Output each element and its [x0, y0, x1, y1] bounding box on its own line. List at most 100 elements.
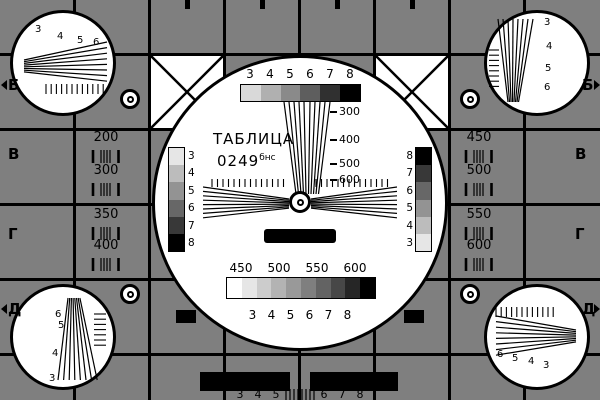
scale-label: 5	[272, 388, 280, 400]
tick-comb-icon	[285, 389, 315, 400]
grayscale-step-scale-top	[240, 84, 361, 102]
wedge-line-count: 500	[339, 157, 360, 170]
wedge-label: 5	[77, 35, 84, 46]
wedge-label: 5	[545, 63, 552, 74]
grayscale-step	[340, 85, 360, 101]
row-letter-right-b: Б	[582, 76, 594, 94]
resolution-bars-icon	[464, 183, 493, 196]
scale-label: 5	[406, 202, 413, 215]
scale-label: 4	[188, 167, 195, 180]
scale-label: 6	[406, 184, 413, 197]
bottom-scale-labels: 3 4 5 6 7 8	[243, 308, 357, 322]
scale-label: 8	[406, 149, 413, 162]
grayscale-step	[320, 85, 341, 101]
grayscale-step	[416, 148, 431, 166]
wedge-tick	[330, 139, 337, 141]
resolution-bars-icon	[91, 150, 120, 163]
registration-target-icon	[460, 284, 480, 304]
black-square-mark	[176, 310, 196, 323]
center-target-icon	[289, 191, 311, 213]
registration-target-icon	[460, 89, 480, 109]
grayscale-step	[169, 182, 184, 200]
scale-label: 7	[338, 388, 346, 400]
grayscale-step	[330, 278, 346, 298]
left-scale-labels: 3 4 5 6 7 8	[188, 147, 200, 252]
wedge-label: 3	[35, 24, 42, 35]
wedge-label: 4	[546, 41, 553, 52]
scale-label: 3	[246, 67, 254, 81]
scale-label: 500	[267, 261, 291, 275]
resolution-bars-icon	[464, 258, 493, 271]
grayscale-step	[360, 278, 375, 298]
resolution-number: 350	[93, 207, 119, 222]
grayscale-step	[241, 278, 257, 298]
grayscale-step	[416, 199, 431, 217]
scale-label: 7	[324, 308, 333, 322]
scale-label: 600	[343, 261, 367, 275]
row-arrow-icon	[1, 304, 7, 314]
resolution-bars-icon	[464, 150, 493, 163]
wedge-tick	[330, 111, 337, 113]
horizontal-wedge-fan-left-icon	[203, 186, 289, 219]
target-center-dot	[466, 95, 474, 103]
vertical-wedge-fan-icon	[283, 102, 331, 194]
corner-wedge-fan-icon	[57, 297, 106, 381]
scale-label: 3	[236, 388, 244, 400]
registration-target-icon	[120, 89, 140, 109]
row-arrow-icon	[594, 304, 600, 314]
row-letter-right-d: Д	[582, 300, 596, 318]
resolution-bars-icon	[91, 227, 120, 240]
grid-line-horizontal	[0, 53, 600, 56]
scale-label: 8	[188, 237, 195, 250]
grayscale-step	[169, 199, 184, 217]
edge-tick	[410, 0, 415, 9]
grayscale-step	[280, 85, 301, 101]
wedge-tick	[330, 179, 337, 181]
grayscale-step	[416, 165, 431, 183]
scale-label: 450	[229, 261, 253, 275]
scale-label: 550	[305, 261, 329, 275]
resolution-bars-icon	[91, 183, 120, 196]
corner-wedge-fan-icon	[23, 41, 108, 94]
corner-circle-top-left: 3 4 5 6	[10, 10, 116, 116]
tick-comb-icon	[315, 179, 389, 187]
card-number-value: 0249	[217, 152, 260, 170]
target-center-dot	[126, 290, 134, 298]
grayscale-step	[315, 278, 331, 298]
card-number: 0249бнс	[217, 150, 276, 169]
scale-label: 4	[254, 388, 262, 400]
scale-label: 4	[266, 67, 274, 81]
black-reference-bar	[264, 229, 336, 243]
corner-wedge-fan-icon	[495, 307, 577, 356]
grayscale-step	[256, 278, 272, 298]
grayscale-step	[286, 278, 301, 298]
scale-label: 7	[406, 167, 413, 180]
wedge-label: 5	[512, 353, 519, 364]
reflection-check-bar	[310, 372, 398, 391]
grayscale-step	[169, 233, 184, 252]
corner-circle-top-right: 3 4 5 6	[484, 10, 590, 116]
wedge-label: 6	[544, 82, 551, 93]
grayscale-step	[416, 182, 431, 200]
row-arrow-icon	[594, 80, 600, 90]
grayscale-step	[416, 216, 431, 234]
corner-wedge-fan-icon	[489, 18, 534, 103]
black-square-mark	[404, 310, 424, 323]
resolution-number: 600	[466, 238, 492, 253]
wedge-label: 4	[528, 356, 535, 367]
bottom-scale-line-counts: 450 500 550 600	[222, 261, 374, 275]
wedge-label: 4	[57, 31, 64, 42]
wedge-label: 6	[93, 37, 100, 48]
row-letter-left-b: Б	[8, 76, 20, 94]
tick-comb-icon	[211, 179, 285, 187]
grayscale-step	[241, 85, 261, 101]
resolution-number: 400	[93, 238, 119, 253]
card-title: ТАБЛИЦА	[213, 130, 295, 148]
grid-line-horizontal	[0, 353, 600, 356]
resolution-number: 550	[466, 207, 492, 222]
grayscale-step	[271, 278, 287, 298]
target-center-dot	[126, 95, 134, 103]
edge-tick	[260, 0, 265, 9]
grayscale-step-scale-right	[415, 147, 432, 252]
